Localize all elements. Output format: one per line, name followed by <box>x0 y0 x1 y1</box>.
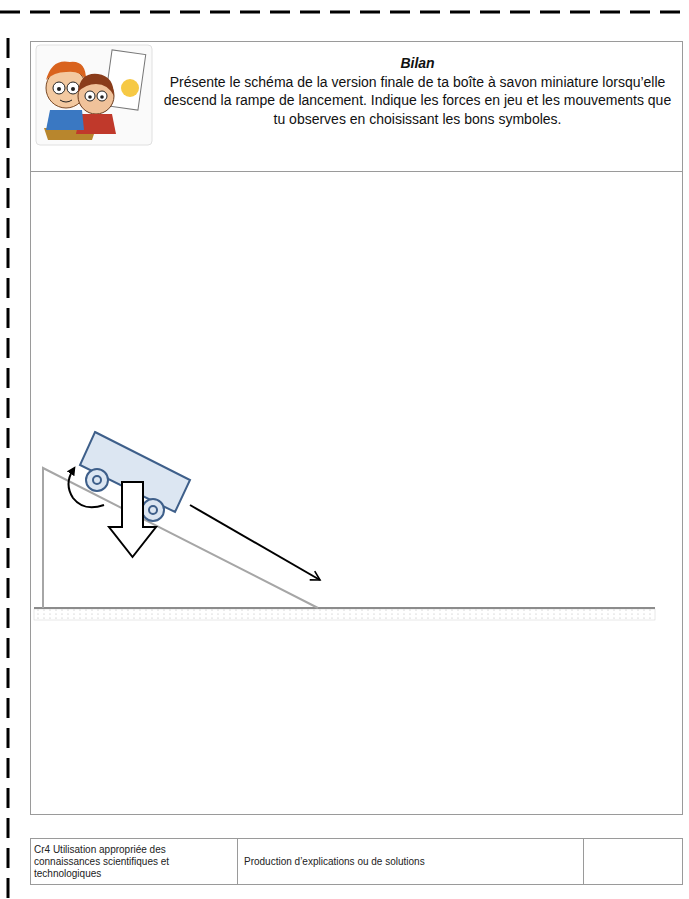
instruction-text: Présente le schéma de la version finale … <box>159 73 676 129</box>
cut-border <box>0 11 689 14</box>
cut-border <box>7 38 10 899</box>
wheel <box>142 499 164 521</box>
answer-box <box>31 42 683 815</box>
table-cell: Production d’explications ou de solution… <box>244 856 576 868</box>
ground-line <box>34 607 655 609</box>
instruction-box: BilanPrésente le schéma de la version fi… <box>30 41 683 172</box>
table-cell: Cr4 Utilisation appropriée des connaissa… <box>34 844 230 880</box>
motion-arrow <box>190 505 320 580</box>
ground <box>34 609 655 620</box>
wheel <box>86 469 108 491</box>
box-heading: Bilan <box>159 54 676 73</box>
rotation-arrow <box>69 470 105 507</box>
assessment-table <box>31 839 683 885</box>
kids-icon <box>36 45 152 145</box>
weight-arrow <box>109 482 156 557</box>
